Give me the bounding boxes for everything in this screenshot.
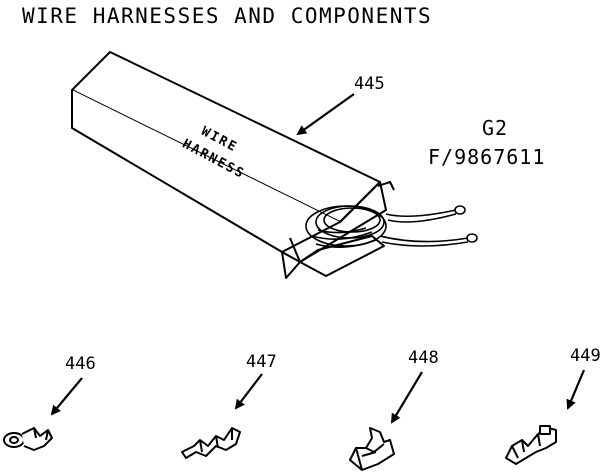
part-number-447: 447 — [246, 352, 277, 372]
arrow-449 — [566, 369, 586, 410]
spade-terminal-part — [505, 425, 557, 465]
arrow-447 — [234, 373, 263, 410]
figure-code: F/9867611 — [428, 145, 546, 169]
coiled-wires — [305, 205, 478, 248]
arrow-445 — [296, 93, 355, 136]
ring-terminal-part — [3, 427, 53, 451]
part-number-449: 449 — [570, 346, 601, 366]
page-title: WIRE HARNESSES AND COMPONENTS — [22, 4, 433, 28]
part-number-448: 448 — [408, 348, 439, 368]
arrow-448 — [390, 371, 423, 424]
wire-harness-box — [71, 51, 395, 279]
arrow-446 — [50, 377, 83, 416]
leader-arrows — [50, 93, 586, 424]
female-spade-terminal-part — [349, 427, 395, 471]
splice-terminal-part — [181, 427, 241, 459]
part-number-446: 446 — [65, 354, 96, 374]
part-number-445: 445 — [354, 74, 385, 94]
model-code: G2 — [482, 116, 509, 140]
